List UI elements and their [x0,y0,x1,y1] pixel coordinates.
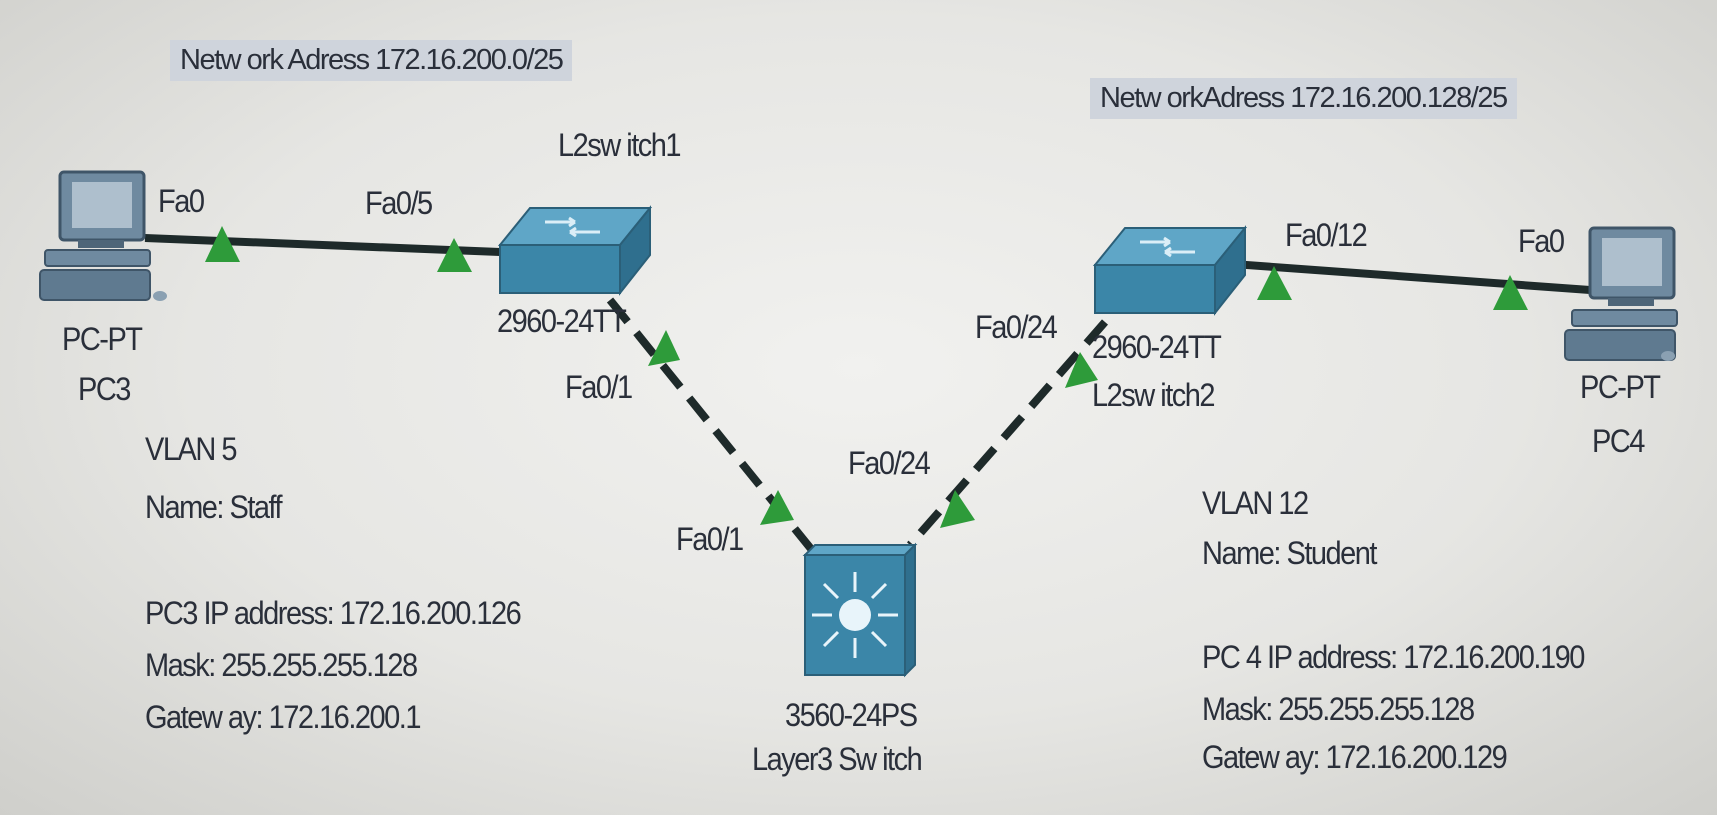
trunk-switch1-l3[interactable] [606,297,824,563]
switch1-uplink-port-label: Fa0/1 [565,370,633,406]
pc-icon[interactable] [1564,226,1678,361]
switch2-pc-port-label: Fa0/12 [1285,218,1368,254]
pc4-name: PC4 [1592,424,1645,460]
pc3-mask: Mask: 255.255.255.128 [145,648,418,684]
vlan5-label: VLAN 5 [145,432,237,468]
pc4-gateway: Gatew ay: 172.16.200.129 [1202,740,1508,776]
switch1-pc-port-label: Fa0/5 [365,186,433,222]
vlan5-name: Name: Staff [145,490,283,526]
vlan12-name: Name: Student [1202,536,1377,572]
port-indicator-l3-fa01 [760,490,794,525]
pc4-ip: PC 4 IP address: 172.16.200.190 [1202,640,1585,676]
pc-icon[interactable] [39,170,167,301]
switch2-model: 2960-24TT [1092,330,1222,366]
link-switch2-pc4[interactable] [1204,258,1591,294]
trunk-switch2-l3[interactable] [906,319,1109,548]
vlan12-label: VLAN 12 [1202,486,1309,522]
port-indicator-pc3-fa0 [205,226,240,262]
l3-right-port-label: Fa0/24 [848,446,931,482]
pc3-ip: PC3 IP address: 172.16.200.126 [145,596,522,632]
layer3-switch-icon[interactable] [802,542,918,678]
l3-model: 3560-24PS [785,698,918,734]
port-indicator-sw1-fa05 [437,238,472,272]
port-indicator-sw1-fa01 [648,330,680,366]
switch2-uplink-port-label: Fa0/24 [975,310,1058,346]
link-pc3-switch1[interactable] [144,234,501,256]
l3-name: Layer3 Sw itch [752,742,923,778]
port-indicator-sw2-fa012 [1257,266,1292,300]
l3-left-port-label: Fa0/1 [676,522,744,558]
pc4-type: PC-PT [1580,370,1661,406]
switch2-name: L2sw itch2 [1092,378,1216,414]
pc3-port-label: Fa0 [158,184,205,220]
port-indicator-pc4-fa0 [1493,275,1528,310]
port-indicator-l3-fa024 [940,490,975,528]
port-indicator-sw2-fa024 [1065,352,1098,388]
switch1-model: 2960-24TT [497,304,627,340]
pc4-port-label: Fa0 [1518,224,1565,260]
pc3-name: PC3 [78,372,131,408]
switch1-name: L2sw itch1 [558,128,682,164]
pc4-mask: Mask: 255.255.255.128 [1202,692,1475,728]
right-network-address: Netw orkAdress 172.16.200.128/25 [1090,78,1517,119]
left-network-address: Netw ork Adress 172.16.200.0/25 [170,40,573,81]
switch-icon[interactable] [497,205,653,296]
pc3-gateway: Gatew ay: 172.16.200.1 [145,700,421,736]
switch-icon[interactable] [1092,225,1248,316]
pc3-type: PC-PT [62,322,143,358]
